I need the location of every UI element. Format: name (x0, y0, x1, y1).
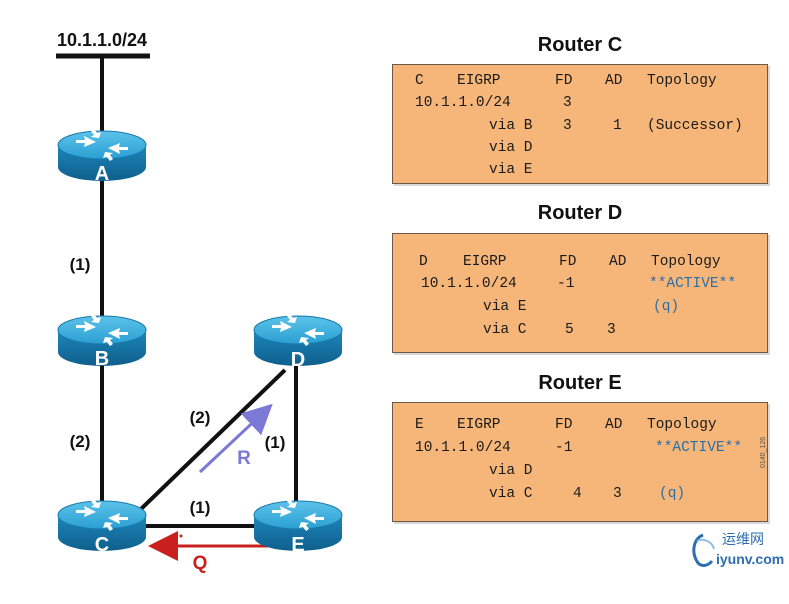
table-row: via E (489, 162, 533, 178)
cost-d-e: (1) (265, 433, 286, 452)
router-b: B (57, 313, 147, 370)
watermark: 运维网 iyunv.com (688, 527, 784, 571)
link-c-d (138, 368, 287, 512)
table-row: via D (489, 140, 533, 156)
topology-diagram: 10.1.1.0/24 (1) (2) (2) (1) (1) R Q A B … (56, 30, 343, 574)
arrow-q-dot (179, 534, 183, 538)
table-row: C EIGRP FD AD Topology (415, 73, 717, 89)
svg-text:D: D (291, 349, 305, 371)
table-row: via C 5 3 (483, 322, 616, 338)
table-row: 10.1.1.0/24 3 (415, 95, 572, 111)
table-row: via C 4 3 (q) (489, 486, 686, 502)
router-a: A (57, 128, 147, 185)
table-row: 10.1.1.0/24 -1 **ACTIVE** (421, 276, 737, 292)
router-c: C (57, 498, 147, 556)
table-row: via E (q) (483, 299, 680, 315)
figure-id: 0140_126 (760, 436, 767, 468)
cost-c-d: (2) (190, 408, 211, 427)
svg-text:A: A (95, 163, 109, 185)
router-d: D (253, 313, 343, 371)
router-c-table: C EIGRP FD AD Topology 10.1.1.0/24 3 via… (392, 64, 768, 184)
svg-text:C: C (95, 534, 109, 556)
router-e-table: E EIGRP FD AD Topology 10.1.1.0/24 -1 **… (392, 402, 768, 522)
router-c-title: Router C (537, 34, 623, 56)
watermark-cn: 运维网 (722, 532, 764, 548)
router-d-table: D EIGRP FD AD Topology 10.1.1.0/24 -1 **… (392, 233, 768, 353)
router-d-title: Router D (537, 202, 623, 224)
router-e-title: Router E (538, 372, 622, 394)
query-arrow-r (198, 403, 273, 474)
table-row: via D (489, 463, 533, 479)
table-row: via B 3 1 (Successor) (489, 118, 743, 134)
table-row: E EIGRP FD AD Topology (415, 417, 717, 433)
svg-text:B: B (95, 348, 109, 370)
arrow-r-label: R (237, 448, 251, 469)
svg-text:E: E (291, 534, 304, 556)
cost-b-c: (2) (70, 432, 91, 451)
watermark-logo-icon (692, 533, 715, 567)
arrow-q-label: Q (193, 553, 208, 574)
cost-c-e: (1) (190, 498, 211, 517)
router-e: E (253, 498, 343, 556)
network-label: 10.1.1.0/24 (57, 30, 147, 50)
cost-a-b: (1) (70, 255, 91, 274)
watermark-en: iyunv.com (716, 551, 785, 567)
table-row: D EIGRP FD AD Topology (419, 254, 721, 270)
table-row: 10.1.1.0/24 -1 **ACTIVE** (415, 440, 743, 456)
